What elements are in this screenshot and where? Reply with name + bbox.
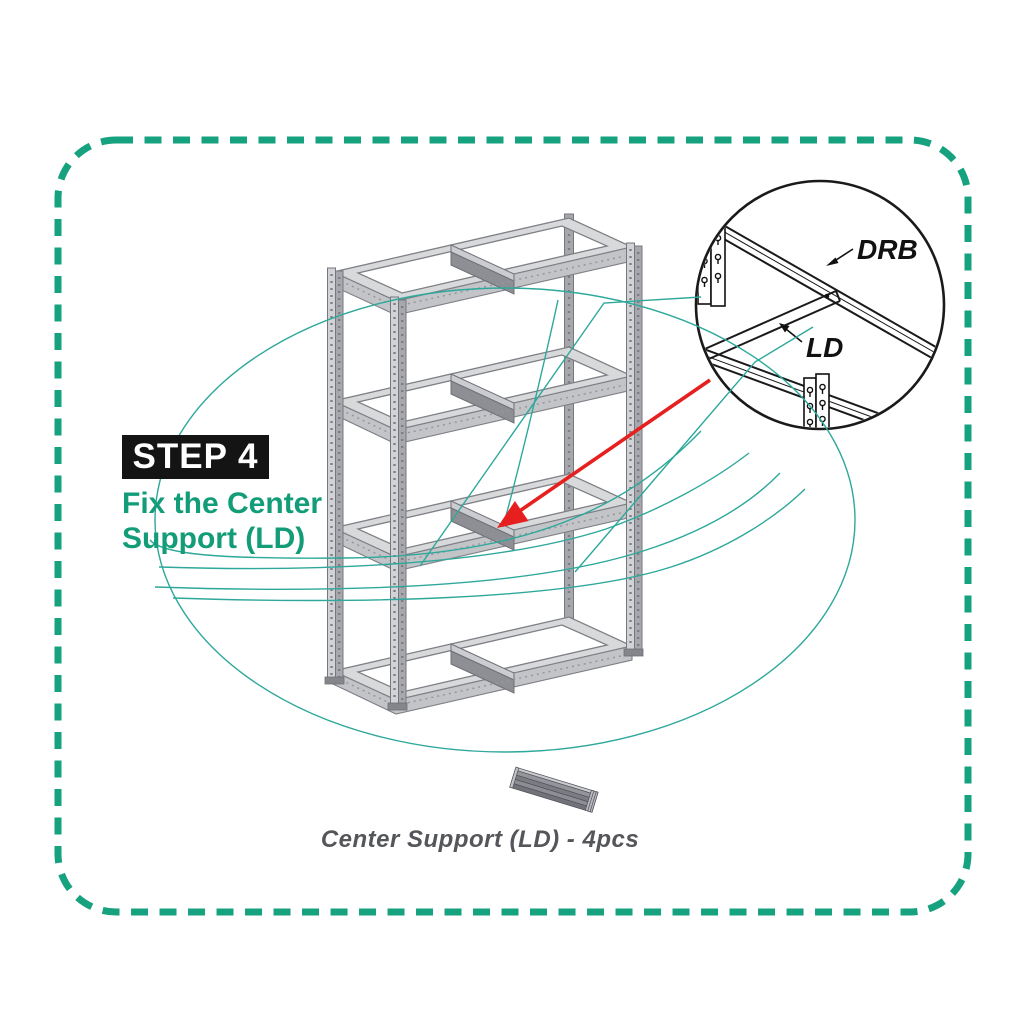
shelf-frame	[330, 217, 635, 316]
detail-circle: DRB LD	[694, 179, 946, 431]
ld-leader-arrow	[779, 323, 803, 343]
step-badge: STEP 4	[122, 435, 269, 479]
shelf-frame	[330, 346, 635, 445]
rack-post-front	[387, 296, 408, 711]
angle-post	[803, 373, 830, 428]
step-label: STEP 4	[132, 437, 259, 476]
teardrop-slots	[806, 383, 826, 428]
drb-beam	[697, 205, 943, 374]
instruction-line-1: Fix the Center	[122, 487, 323, 520]
ld-label: LD	[806, 332, 843, 363]
zoom-cone-line	[419, 296, 702, 567]
callout-curves	[149, 287, 856, 753]
zoom-cone-line	[574, 326, 814, 573]
drb-label: DRB	[857, 234, 918, 265]
shelf-rack	[324, 213, 644, 715]
dashed-border	[54, 136, 972, 916]
rack-post-right	[623, 242, 644, 657]
detail-circle-outline	[694, 179, 946, 431]
drb-leader-arrow	[826, 248, 854, 266]
shelf-frame	[330, 616, 635, 715]
red-pointer-arrow	[497, 378, 712, 528]
ld-bar	[697, 290, 841, 363]
rack-post-left	[324, 267, 345, 685]
instruction-heading: Fix the Center Support (LD)	[122, 486, 322, 556]
instruction-line-2: Support (LD)	[122, 522, 306, 555]
callout-ellipse	[154, 287, 856, 753]
part-caption: Center Support (LD) - 4pcs	[320, 826, 640, 853]
center-support-parts	[509, 766, 599, 813]
